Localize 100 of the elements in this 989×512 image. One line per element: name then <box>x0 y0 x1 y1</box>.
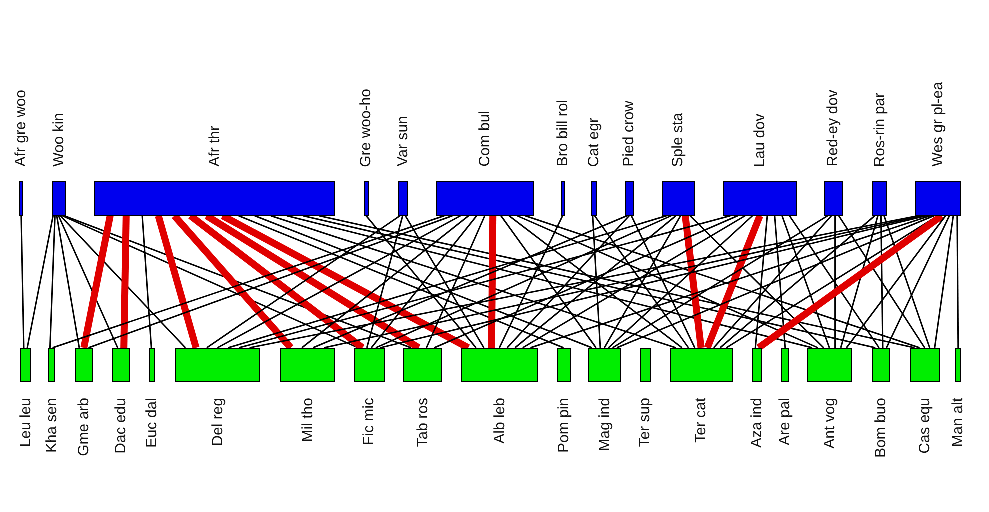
frugivore-bar <box>872 181 888 216</box>
interaction-line <box>172 214 294 350</box>
interaction-line <box>302 215 470 349</box>
interaction-line <box>142 216 152 348</box>
plant-bar <box>781 348 790 382</box>
frugivore-bar <box>436 181 534 216</box>
interaction-line <box>884 216 931 348</box>
frugivore-bar <box>19 181 24 216</box>
species-label: Ter cat <box>692 398 710 444</box>
interaction-line <box>720 215 876 349</box>
interaction-line <box>522 215 746 349</box>
interaction-line <box>80 215 114 349</box>
frugivore-bar <box>398 181 408 216</box>
interaction-line <box>604 216 682 348</box>
interaction-line <box>616 215 934 349</box>
species-label: Gre woo-ho <box>358 88 375 167</box>
interaction-line <box>60 215 186 349</box>
species-label: Var sun <box>394 116 412 167</box>
interaction-line <box>434 215 738 349</box>
interaction-line <box>838 216 926 348</box>
plant-bar <box>280 348 336 382</box>
species-label: Com bul <box>476 111 494 167</box>
interaction-line <box>608 215 754 349</box>
species-label: Del reg <box>209 398 226 446</box>
species-label: Afr thr <box>206 126 224 167</box>
species-label: Woo kin <box>50 113 68 167</box>
plant-bar <box>148 348 155 382</box>
species-label: Are pal <box>776 398 794 446</box>
interaction-line <box>782 216 830 348</box>
interaction-line <box>155 215 200 349</box>
interaction-line <box>592 216 602 348</box>
plant-bar <box>460 348 538 382</box>
interaction-line <box>834 216 836 348</box>
interaction-line <box>426 216 486 348</box>
frugivore-bar <box>364 181 370 216</box>
species-label: Kha sen <box>43 398 60 454</box>
interaction-line <box>886 216 950 348</box>
plant-bar <box>74 348 94 382</box>
species-label: Leu leu <box>17 398 34 448</box>
species-label: Red-ey dov <box>824 90 842 167</box>
species-label: Tab ros <box>414 398 432 448</box>
species-label: Ant vog <box>821 398 838 449</box>
species-label: Pied crow <box>620 101 638 167</box>
interaction-line <box>366 216 404 348</box>
species-label: Cat egr <box>585 118 602 167</box>
interaction-line <box>934 216 954 348</box>
plant-bar <box>20 348 32 382</box>
interaction-line <box>704 214 764 350</box>
plant-bar <box>588 348 622 382</box>
plant-bar <box>556 348 571 382</box>
interaction-line <box>840 216 879 348</box>
species-label: Dac edu <box>112 398 130 454</box>
plant-bar <box>112 348 130 382</box>
interaction-line <box>630 216 696 348</box>
species-label: Gme arb <box>76 398 93 456</box>
plant-bar <box>752 348 762 382</box>
plant-bar <box>910 348 940 382</box>
interaction-line <box>754 216 768 348</box>
interaction-line <box>789 216 880 348</box>
plant-bar <box>403 348 442 382</box>
species-label: Bro bill rol <box>554 100 572 167</box>
species-label: Bom buo <box>872 398 890 458</box>
species-label: Mil tho <box>299 398 316 442</box>
frugivore-bar <box>723 181 798 216</box>
species-label: Afr gre woo <box>12 90 30 167</box>
interaction-line <box>690 215 824 349</box>
plant-bar <box>955 348 962 382</box>
frugivore-bar <box>560 181 565 216</box>
interaction-line <box>120 216 130 348</box>
interaction-line <box>682 216 705 348</box>
interaction-line <box>404 216 485 348</box>
plant-bar <box>48 348 56 382</box>
species-label: Lau dov <box>752 114 769 167</box>
interaction-line <box>58 216 119 348</box>
species-label: Wes gr pl-ea <box>929 82 946 167</box>
plant-bar <box>806 348 852 382</box>
interaction-line <box>956 216 960 348</box>
interaction-line <box>49 216 56 348</box>
interaction-line <box>20 216 25 348</box>
interaction-line <box>713 216 832 348</box>
interaction-line <box>26 216 54 348</box>
species-label: Fic mic <box>360 398 378 446</box>
plant-bar <box>174 348 260 382</box>
frugivore-bar <box>662 181 695 216</box>
species-label: Ros-rin par <box>871 92 888 167</box>
interaction-line <box>846 216 946 348</box>
interaction-line <box>774 216 786 348</box>
plant-bar <box>872 348 890 382</box>
interaction-line <box>506 216 630 348</box>
frugivore-bar <box>824 181 843 216</box>
plant-bar <box>670 348 733 382</box>
species-label: Pom pin <box>555 398 572 454</box>
interaction-line <box>376 215 672 349</box>
frugivore-bar <box>624 181 634 216</box>
species-label: Mag ind <box>596 398 614 452</box>
species-label: Cas equ <box>916 398 934 454</box>
frugivore-bar <box>94 181 336 216</box>
species-label: Man alt <box>950 398 967 448</box>
frugivore-bar <box>52 181 66 216</box>
interaction-line <box>498 216 564 348</box>
